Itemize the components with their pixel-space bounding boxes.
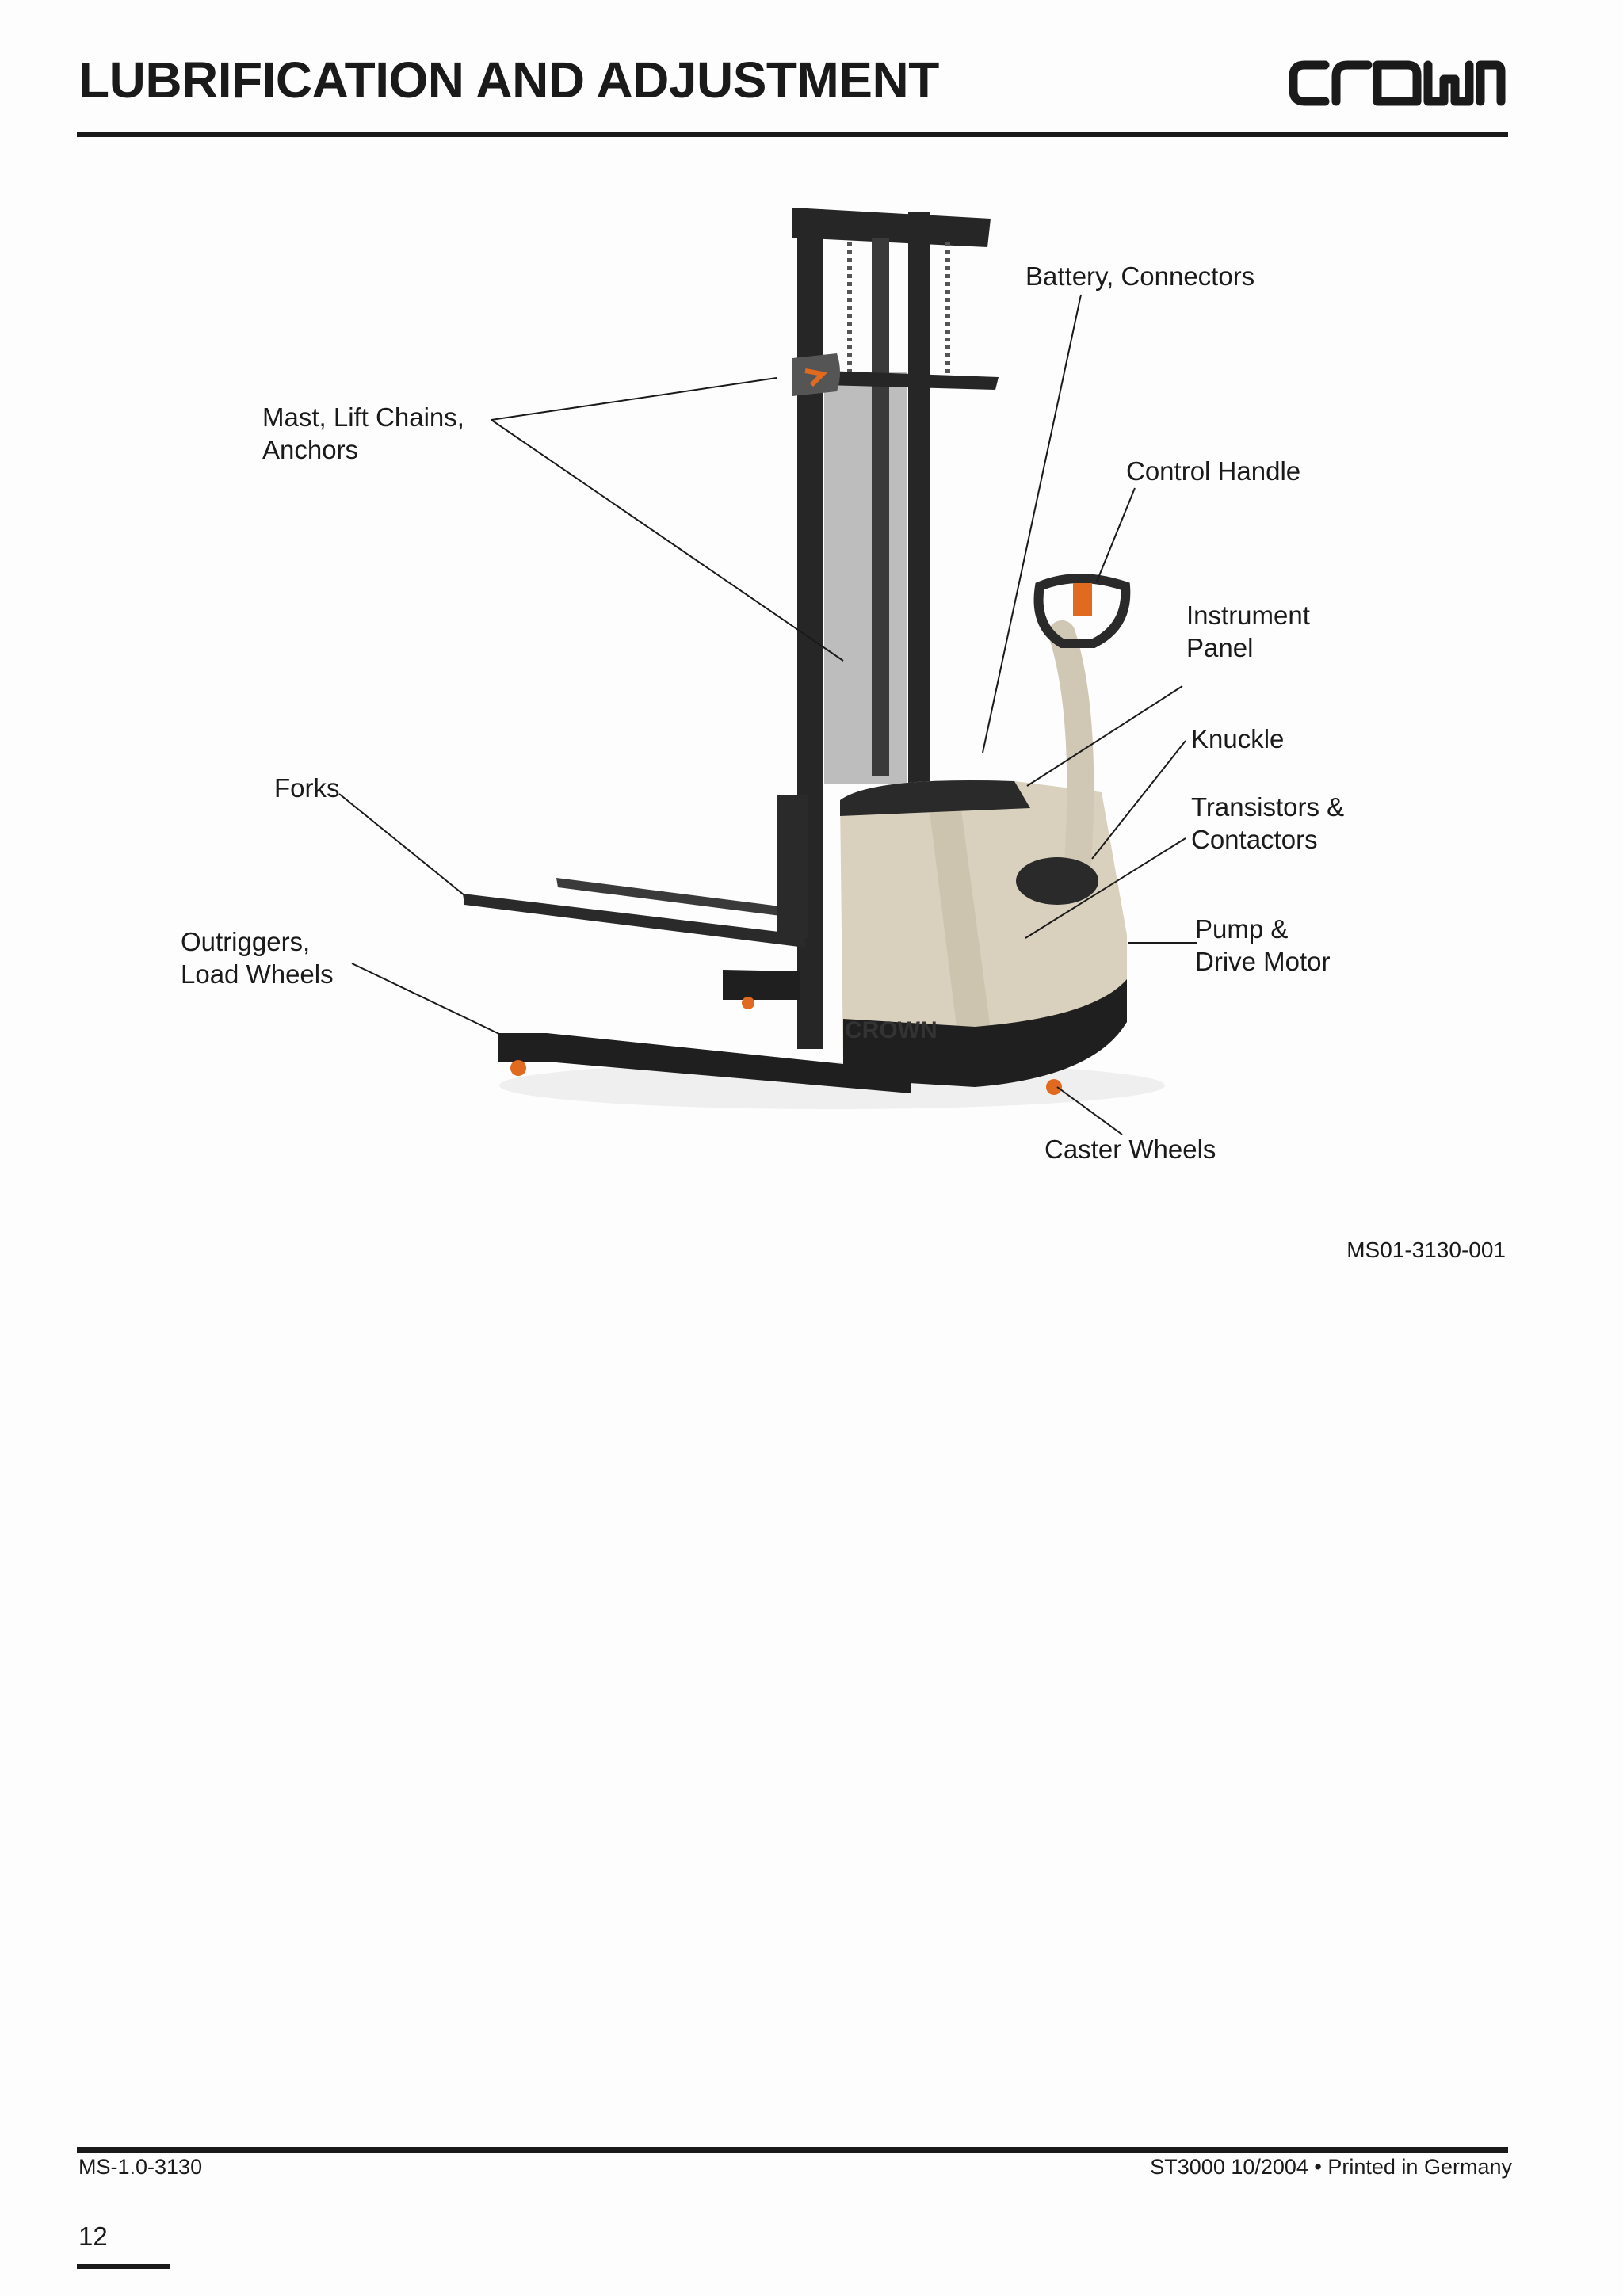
leader-caster	[1056, 1086, 1123, 1135]
leader-mast-a	[491, 377, 777, 421]
truck-base	[843, 979, 1127, 1087]
control-handle	[1033, 574, 1131, 648]
label-pump-drive-motor: Pump & Drive Motor	[1195, 914, 1331, 976]
leader-outriggers	[351, 963, 502, 1035]
label-instrument-panel: Instrument Panel	[1186, 601, 1310, 662]
figure-code: MS01-3130-001	[1346, 1238, 1506, 1262]
fork-rear	[556, 878, 805, 919]
load-wheel	[510, 1060, 526, 1076]
body-logo: CROWN	[845, 1017, 938, 1043]
label-transistors-contactors: Transistors & Contactors	[1191, 792, 1345, 854]
leader-transistors	[1025, 837, 1186, 939]
mast	[792, 208, 991, 1049]
fork-front	[463, 894, 805, 948]
mast-inner-rail	[872, 238, 889, 776]
leader-forks	[338, 793, 465, 896]
outrigger-front	[498, 1033, 911, 1093]
page-number-rule	[77, 2264, 170, 2269]
leader-mast-b	[491, 419, 844, 662]
knuckle-cover	[1016, 857, 1098, 905]
outrigger-rear	[723, 970, 800, 1000]
crown-logo	[1289, 60, 1506, 106]
footer-rule	[77, 2147, 1508, 2153]
leader-knuckle	[1091, 740, 1186, 860]
label-battery-connectors: Battery, Connectors	[1025, 261, 1255, 291]
control-arm	[1048, 620, 1094, 877]
load-wheel-rear	[742, 997, 754, 1009]
lift-chains	[847, 242, 950, 380]
caster-wheel	[1046, 1079, 1062, 1095]
label-mast-lift-chains: Mast, Lift Chains, Anchors	[262, 402, 464, 464]
mast-inner-panel	[824, 372, 907, 784]
leader-battery	[982, 294, 1082, 753]
page-title: LUBRIFICATION AND ADJUSTMENT	[78, 51, 939, 109]
truck-top-cover	[840, 780, 1030, 816]
carriage-bracket	[792, 353, 840, 396]
leader-control-handle	[1096, 487, 1136, 582]
label-control-handle: Control Handle	[1126, 456, 1301, 486]
footer-print-info: ST3000 10/2004 • Printed in Germany	[1150, 2155, 1512, 2179]
label-outriggers-load-wheels: Outriggers, Load Wheels	[181, 927, 334, 989]
fork-carriage	[777, 795, 808, 938]
leader-instrument-panel	[1026, 685, 1183, 787]
truck-body	[840, 780, 1127, 1073]
header-rule	[77, 132, 1508, 137]
page-number: 12	[78, 2222, 108, 2251]
leader-lines	[338, 294, 1197, 1135]
label-knuckle: Knuckle	[1191, 724, 1285, 753]
label-caster-wheels: Caster Wheels	[1044, 1135, 1216, 1164]
truck-body-side	[927, 792, 991, 1046]
footer-doc-id: MS-1.0-3130	[78, 2155, 203, 2179]
stacker-illustration: CROWN	[463, 208, 1165, 1109]
label-forks: Forks	[274, 773, 340, 803]
handle-grip	[1073, 583, 1092, 616]
carriage-bar	[824, 371, 999, 390]
